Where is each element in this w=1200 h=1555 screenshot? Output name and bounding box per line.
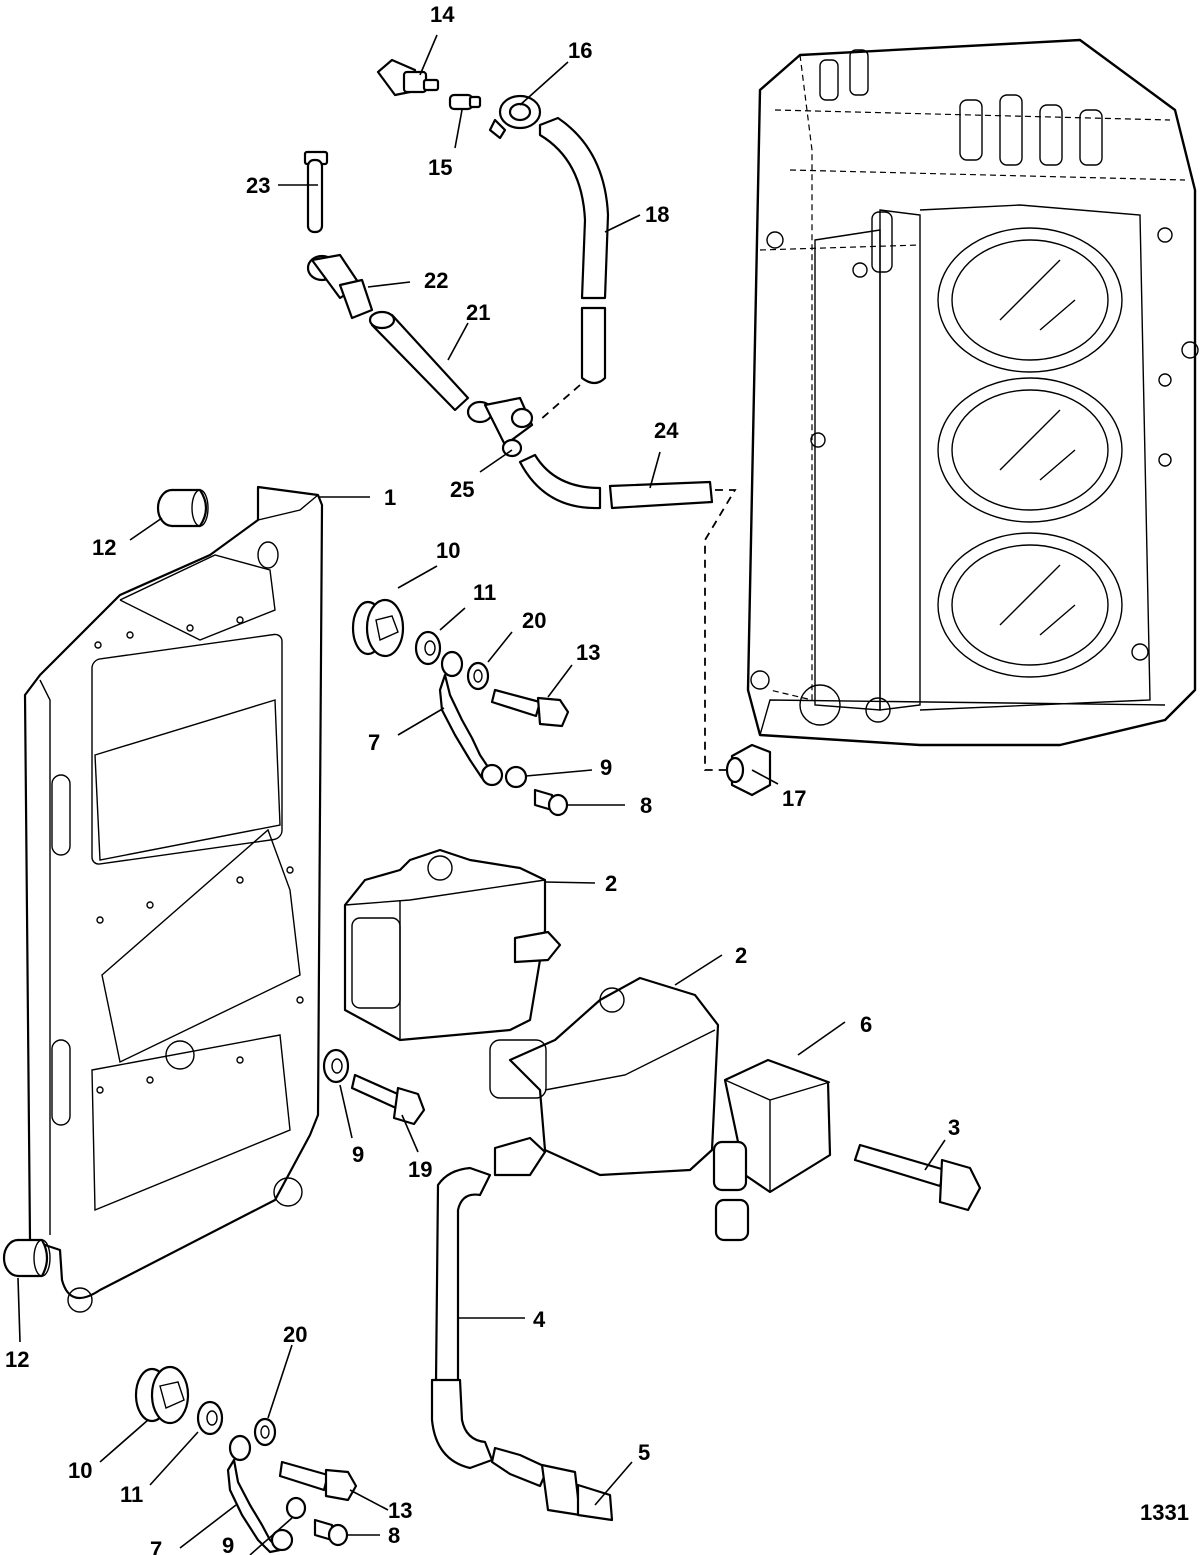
- callout-25: 25: [450, 477, 474, 502]
- part-24-hose: [518, 453, 714, 510]
- callout-16: 16: [568, 38, 592, 63]
- callout-8-upper: 8: [640, 793, 652, 818]
- callout-20-lower: 20: [283, 1322, 307, 1347]
- part-8-screw-lower: [313, 1518, 349, 1547]
- part-23-pin: [303, 150, 329, 234]
- callout-10-lower: 10: [68, 1458, 92, 1483]
- part-11-washer-lower: [196, 1400, 224, 1436]
- callout-11-upper: 11: [473, 580, 496, 605]
- callout-12-bottom: 12: [5, 1347, 29, 1372]
- callout-7-upper: 7: [368, 730, 380, 755]
- part-2-coil-upper: [343, 848, 562, 1042]
- part-18-hose: [538, 116, 610, 385]
- callout-14: 14: [430, 2, 455, 27]
- callout-2-lower: 2: [735, 943, 747, 968]
- part-9-washer-upper: [504, 765, 528, 789]
- callout-7-lower: 7: [150, 1537, 162, 1555]
- part-5-spark-plug: [490, 1446, 614, 1522]
- callout-17: 17: [782, 786, 806, 811]
- part-2-coil-lower: [489, 976, 720, 1177]
- hose-path-line: [539, 384, 581, 421]
- part-8-screw-upper: [533, 788, 569, 817]
- drain-path-line: [704, 489, 737, 771]
- part-22-connector: [306, 253, 374, 320]
- part-7-ground-lead-lower: [226, 1434, 294, 1554]
- callout-9-upper: 9: [600, 755, 612, 780]
- part-20-washer-lower: [253, 1417, 277, 1447]
- leader-lines: [17, 34, 946, 1555]
- callout-1: 1: [384, 485, 396, 510]
- callout-9-lower: 9: [222, 1533, 234, 1555]
- part-15-fitting: [448, 93, 482, 111]
- part-9-washer-lower: [285, 1496, 307, 1520]
- part-4-spark-plug-lead: [430, 1166, 494, 1470]
- part-21-hose: [368, 310, 470, 412]
- callout-5: 5: [638, 1440, 650, 1465]
- callout-22: 22: [424, 268, 448, 293]
- callout-15: 15: [428, 155, 452, 180]
- callout-3: 3: [948, 1115, 960, 1140]
- callout-11-lower: 11: [120, 1482, 143, 1507]
- part-7-ground-lead-upper: [438, 650, 504, 787]
- part-25-tee-fitting: [466, 396, 534, 458]
- callout-18: 18: [645, 202, 669, 227]
- callout-10-upper: 10: [436, 538, 460, 563]
- part-3-bolt: [853, 1143, 982, 1212]
- part-20-washer-upper: [466, 661, 490, 691]
- part-19-bolt: [350, 1073, 426, 1126]
- part-10-grommet-lower: [134, 1365, 190, 1425]
- part-6-module: [712, 1058, 832, 1242]
- part-10-grommet-upper: [351, 598, 405, 658]
- part-12-grommet-bottom: [2, 1238, 51, 1278]
- part-12-grommet-top: [156, 488, 209, 528]
- callout-8-lower: 8: [388, 1523, 400, 1548]
- part-13-bolt-upper: [490, 688, 570, 728]
- part-14-fitting: [376, 58, 440, 97]
- part-13-bolt-lower: [278, 1460, 358, 1502]
- callout-23: 23: [246, 173, 270, 198]
- figure-number: 1331: [1140, 1500, 1189, 1525]
- engine-block: [746, 38, 1199, 747]
- callout-13-upper: 13: [576, 640, 600, 665]
- callout-2-upper: 2: [605, 871, 617, 896]
- part-11-washer-upper: [414, 630, 442, 666]
- callout-19: 19: [408, 1157, 432, 1182]
- callout-4: 4: [533, 1307, 546, 1332]
- callout-6: 6: [860, 1012, 872, 1037]
- part-1-mounting-plate: [23, 485, 324, 1313]
- callout-12-top: 12: [92, 535, 116, 560]
- callout-21: 21: [466, 300, 490, 325]
- callout-9-middle: 9: [352, 1142, 364, 1167]
- callout-20-upper: 20: [522, 608, 546, 633]
- callout-24: 24: [654, 418, 679, 443]
- part-16-clamp: [488, 94, 542, 140]
- part-9-washer-middle: [322, 1048, 350, 1084]
- callout-13-lower: 13: [388, 1498, 412, 1523]
- part-17-plug: [725, 743, 772, 797]
